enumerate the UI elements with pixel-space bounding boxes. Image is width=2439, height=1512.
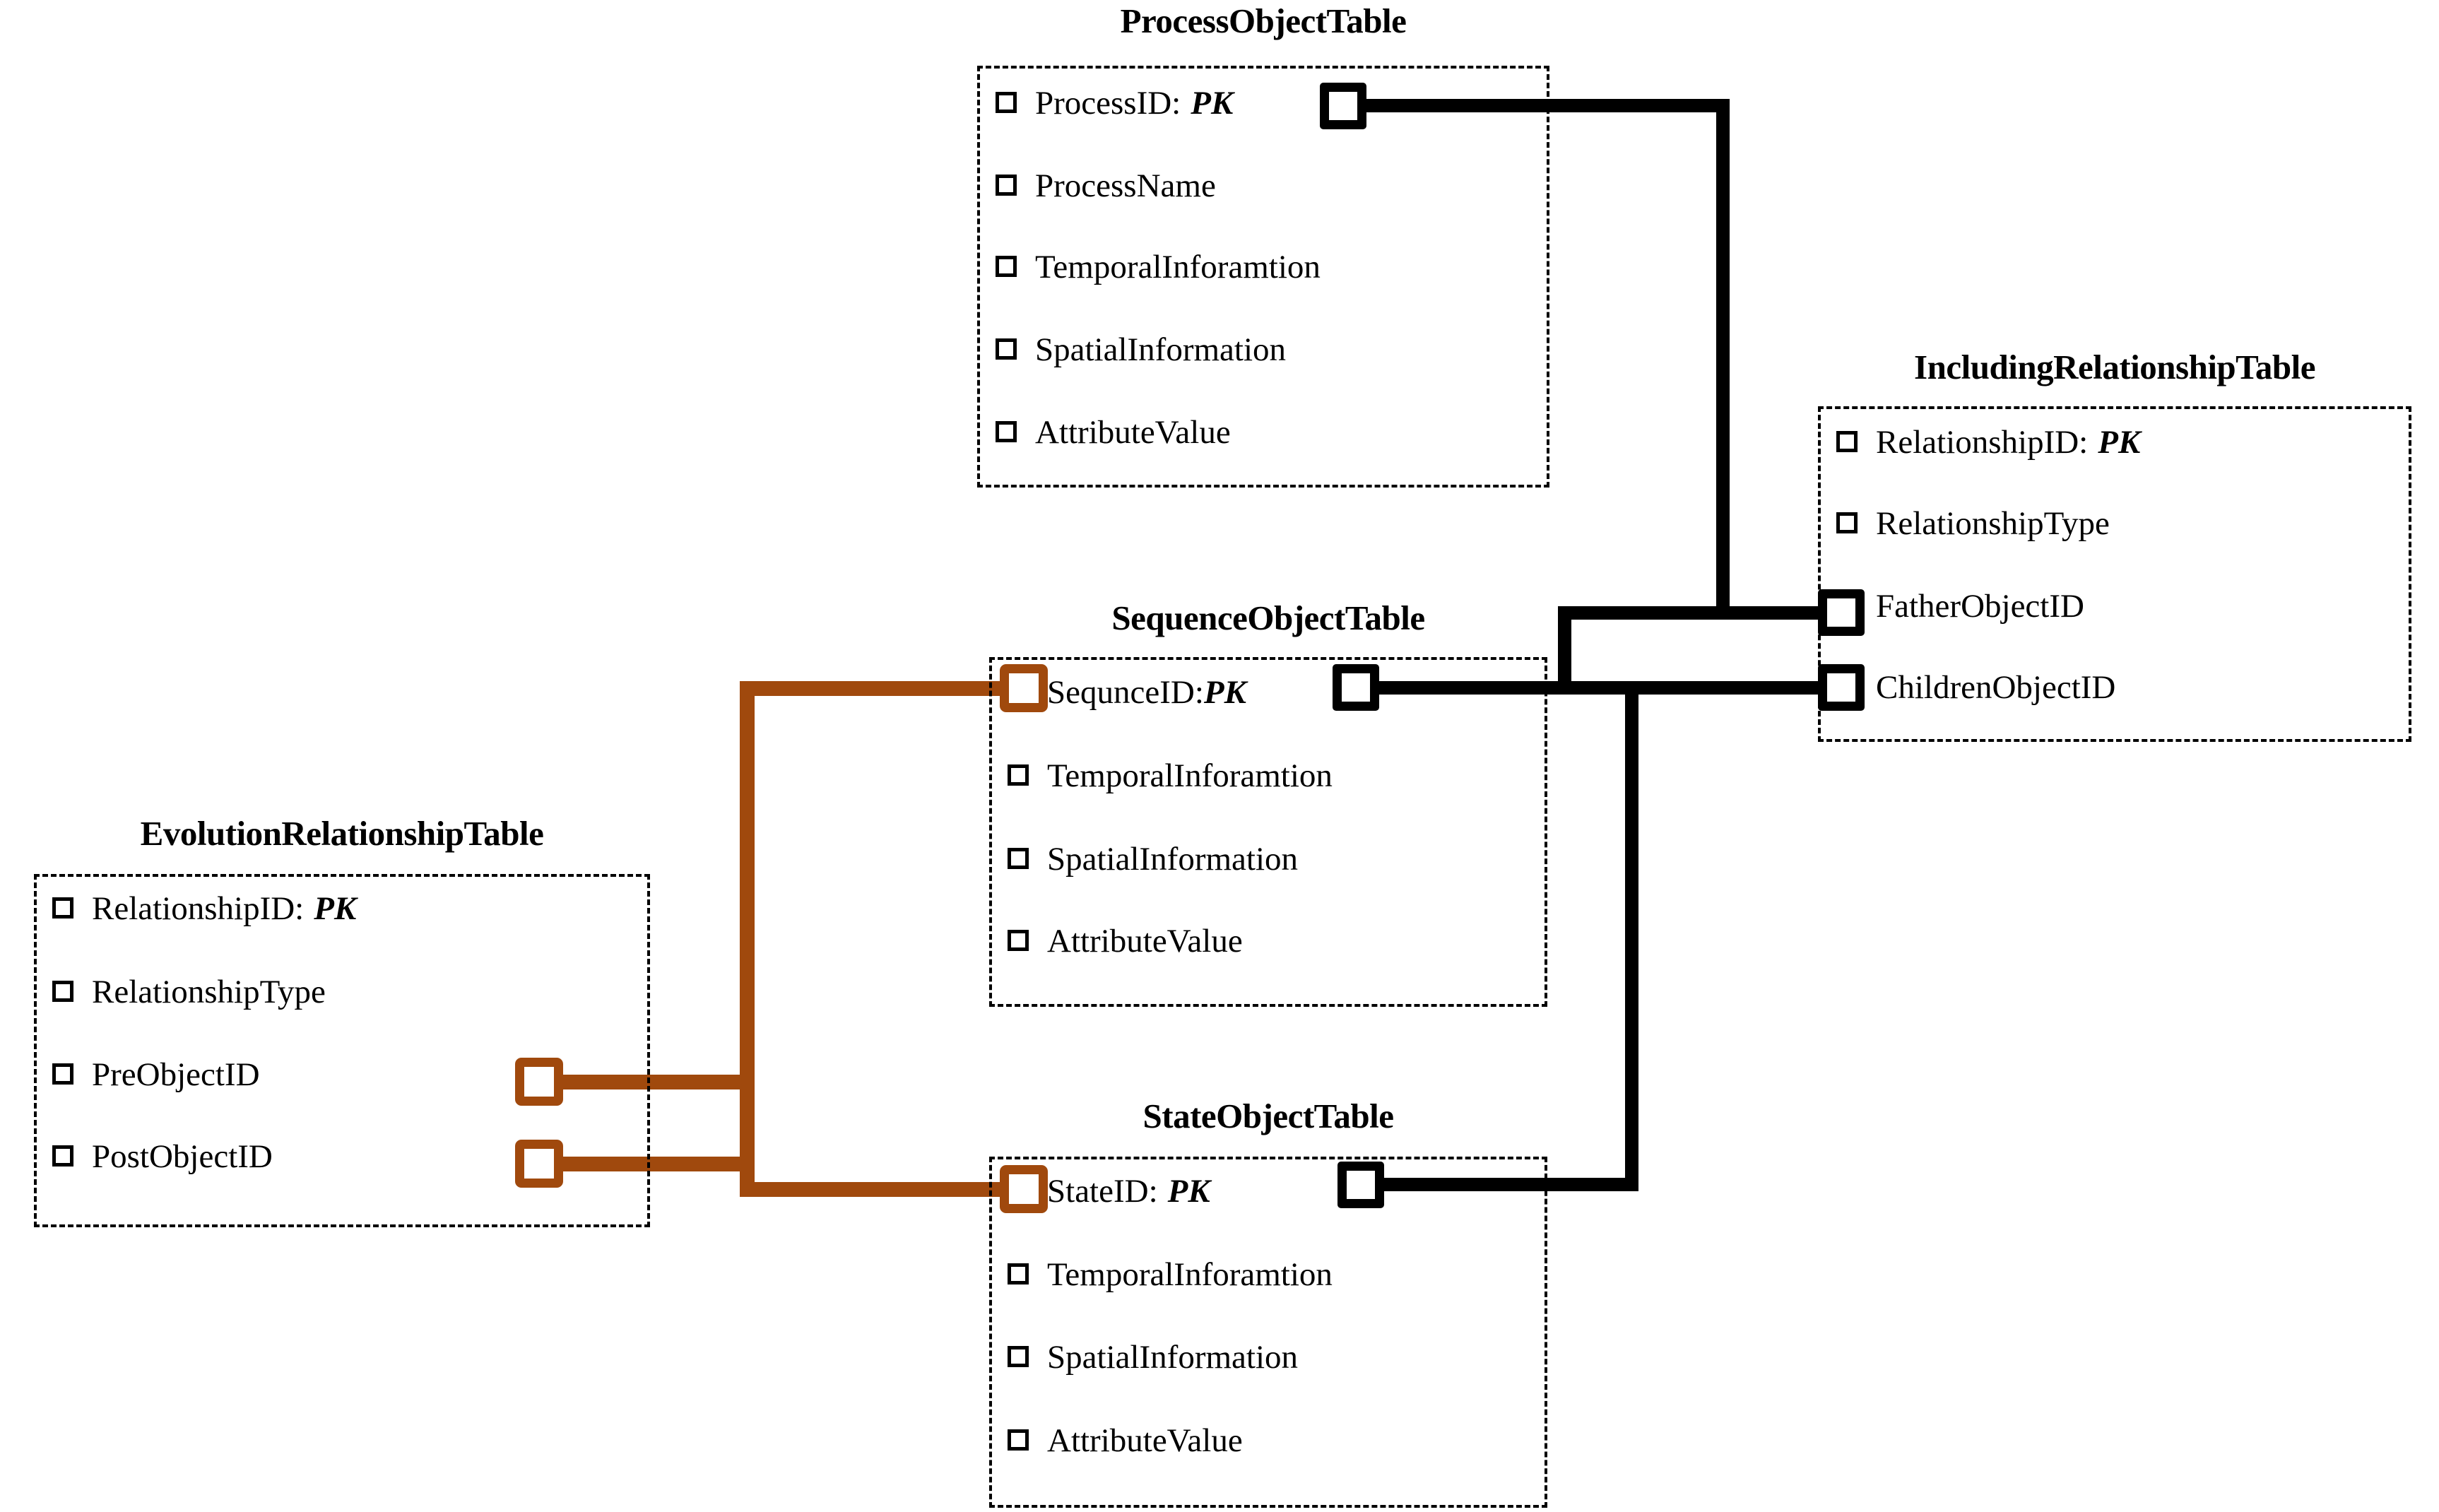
table-title-including: IncludingRelationshipTable <box>1914 348 2315 386</box>
field-evolution-post-object-id: PostObjectID <box>52 1140 273 1174</box>
checkbox-square-icon <box>52 897 81 926</box>
field-process-attribute: AttributeValue <box>996 416 1231 449</box>
connector-terminal-pre-object-id[interactable] <box>515 1058 563 1106</box>
field-process-temporal: TemporalInforamtion <box>996 251 1321 284</box>
connector-terminal-state-id-black[interactable] <box>1337 1162 1384 1208</box>
field-including-children-object-id: ChildrenObjectID <box>1876 669 2116 706</box>
table-title-process: ProcessObjectTable <box>1120 1 1407 40</box>
field-sequence-temporal: TemporalInforamtion <box>1008 760 1333 793</box>
wire-black-sequence-riser <box>1558 606 1571 695</box>
checkbox-square-icon <box>1008 1263 1036 1292</box>
field-process-id: ProcessID: PK <box>996 87 1233 120</box>
checkbox-square-icon <box>1008 929 1036 958</box>
checkbox-square-icon <box>1008 847 1036 876</box>
table-including-relationship: IncludingRelationshipTable RelationshipI… <box>1818 346 2411 742</box>
checkbox-square-icon <box>1008 1345 1036 1374</box>
checkbox-square-icon <box>996 91 1024 120</box>
checkbox-square-icon <box>1836 512 1865 541</box>
checkbox-square-icon <box>52 980 81 1009</box>
table-box-process <box>977 66 1549 488</box>
field-evolution-pre-object-id: PreObjectID <box>52 1058 260 1092</box>
wire-brown-to-state <box>740 1182 1015 1197</box>
checkbox-square-icon <box>1008 1429 1036 1458</box>
checkbox-square-icon <box>1836 430 1865 459</box>
table-state-object: StateObjectTable StateID: PK TemporalInf… <box>989 1095 1547 1512</box>
checkbox-square-icon <box>996 420 1024 449</box>
field-sequence-attribute: AttributeValue <box>1008 925 1243 958</box>
connector-terminal-children-object-id[interactable] <box>1818 664 1865 711</box>
connector-terminal-post-object-id[interactable] <box>515 1140 563 1188</box>
wire-black-state-horizontal <box>1381 1178 1638 1191</box>
wire-brown-to-sequence <box>740 681 1015 696</box>
field-state-temporal: TemporalInforamtion <box>1008 1258 1333 1292</box>
table-title-evolution: EvolutionRelationshipTable <box>140 814 544 853</box>
table-title-sequence: SequenceObjectTable <box>1111 598 1425 637</box>
connector-terminal-sequence-id-brown[interactable] <box>1000 664 1048 712</box>
connector-terminal-state-id-brown[interactable] <box>1000 1165 1048 1213</box>
table-evolution-relationship: EvolutionRelationshipTable RelationshipI… <box>34 813 650 1229</box>
wire-black-process-vertical <box>1716 99 1730 613</box>
field-evolution-relationship-type: RelationshipType <box>52 976 326 1009</box>
connector-terminal-father-object-id[interactable] <box>1818 589 1865 636</box>
table-title-state: StateObjectTable <box>1142 1097 1394 1135</box>
wire-black-sequence-horizontal <box>1376 681 1841 695</box>
checkbox-square-icon <box>52 1063 81 1092</box>
table-sequence-object: SequenceObjectTable SequnceID: PK Tempor… <box>989 597 1547 1007</box>
table-box-state <box>989 1157 1547 1508</box>
wire-black-to-father <box>1558 606 1841 620</box>
table-box-including <box>1818 406 2411 742</box>
field-process-spatial: SpatialInformation <box>996 333 1286 367</box>
table-process-object: ProcessObjectTable ProcessID: PK Process… <box>977 0 1549 488</box>
table-box-sequence <box>989 657 1547 1007</box>
checkbox-square-icon <box>52 1145 81 1174</box>
field-sequence-spatial: SpatialInformation <box>1008 843 1298 876</box>
wire-brown-post-horizontal <box>550 1157 755 1171</box>
field-state-spatial: SpatialInformation <box>1008 1341 1298 1374</box>
field-state-attribute: AttributeValue <box>1008 1424 1243 1458</box>
checkbox-square-icon <box>996 174 1024 203</box>
checkbox-square-icon <box>996 338 1024 367</box>
field-including-relationship-id: RelationshipID: PK <box>1836 426 2140 459</box>
wire-brown-pre-horizontal <box>550 1075 755 1089</box>
checkbox-square-icon <box>996 255 1024 284</box>
connector-terminal-process-id[interactable] <box>1320 83 1366 129</box>
field-sequence-id: SequnceID: PK <box>1047 674 1246 711</box>
field-process-name: ProcessName <box>996 170 1216 203</box>
field-evolution-relationship-id: RelationshipID: PK <box>52 892 356 926</box>
connector-terminal-sequence-id-black[interactable] <box>1333 664 1379 711</box>
table-box-evolution <box>34 874 650 1227</box>
wire-black-state-trunk-vertical <box>1625 681 1638 1191</box>
wire-brown-trunk-vertical <box>740 681 755 1197</box>
checkbox-square-icon <box>1008 764 1036 793</box>
field-state-id: StateID: PK <box>1047 1173 1210 1210</box>
field-including-relationship-type: RelationshipType <box>1836 507 2110 541</box>
field-including-father-object-id: FatherObjectID <box>1876 588 2084 625</box>
